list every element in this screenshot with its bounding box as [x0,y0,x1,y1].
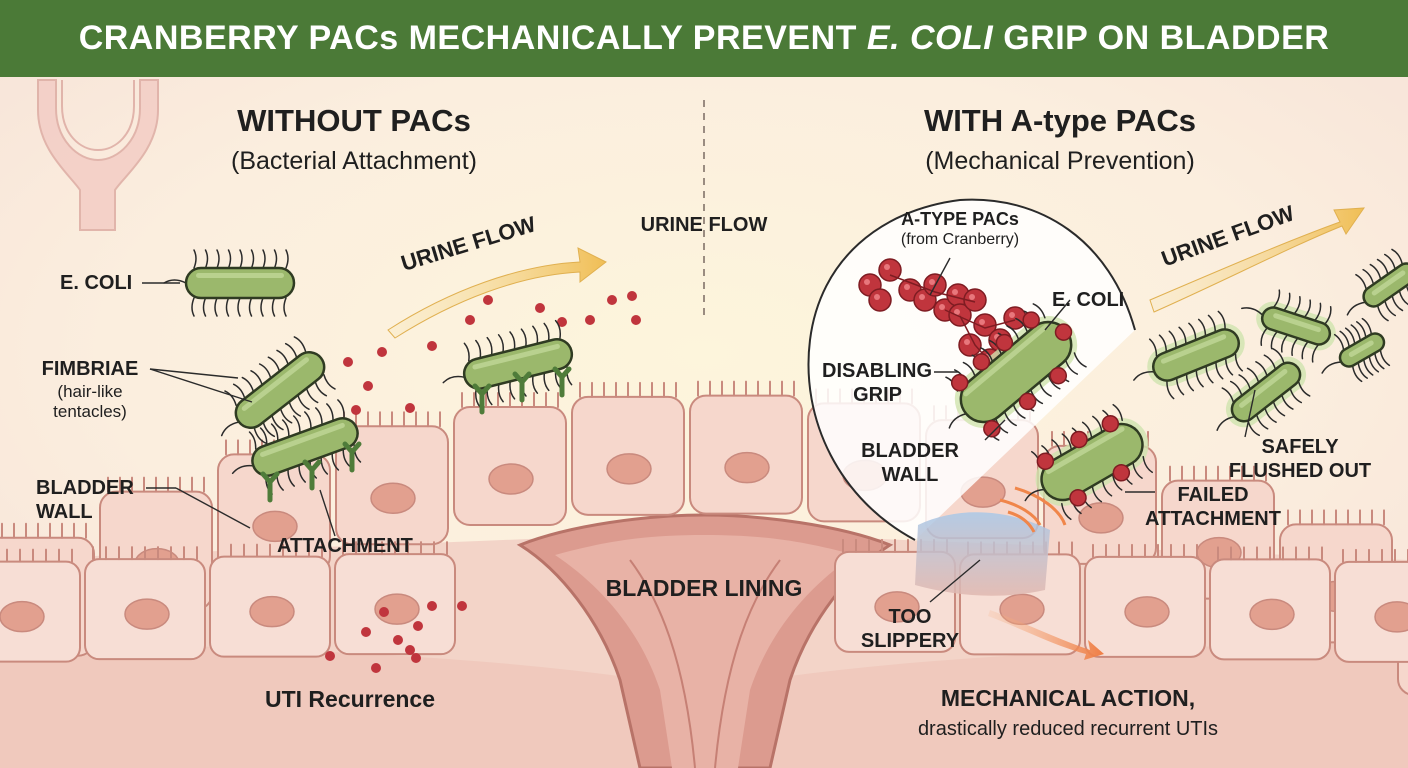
lower-cell [1209,546,1331,661]
disabling-label-2: GRIP [853,384,902,406]
urine-flow-arrow-right [1149,207,1366,313]
slippery-label-2: SLIPPERY [860,630,960,652]
ecoli-bacterium [1346,248,1408,322]
right-outcome-2: drastically reduced recurrent UTIs [917,718,1219,740]
bladder-icon [37,79,159,231]
pac-dot [371,663,381,673]
safely-label-2: FLUSHED OUT [1228,460,1372,482]
urine-flow-arrow-left [387,247,607,339]
ecoli-bacterium [220,336,336,444]
pac-particles [325,258,1027,673]
right-outcome-1: MECHANICAL ACTION, [940,685,1196,711]
fimbriae-note-2: tentacles) [53,402,127,421]
ecoli-label: E. COLI [60,272,133,294]
fimbriae-label: FIMBRIAE [41,358,139,380]
disabling-label-1: DISABLING [822,360,932,382]
adhesin-anchor [342,441,362,473]
failed-label-2: ATTACHMENT [1145,508,1281,530]
epithelial-cell [335,411,449,546]
right-bladder-wall-2: WALL [881,464,939,486]
adhesin-anchor [302,459,322,491]
failed-label-1: FAILED [1177,484,1249,506]
pac-dot [411,653,421,663]
center-urine-flow-label: URINE FLOW [640,214,768,236]
right-heading: WITH A-type PACs [923,103,1197,138]
right-ecoli-label: E. COLI [1052,289,1125,311]
epithelial-cell [217,439,331,574]
ecoli-bacterium [1024,403,1153,521]
safely-label-1: SAFELY [1261,436,1339,458]
lower-cell [84,546,206,661]
slippery-label-1: TOO [888,606,932,628]
bladder-lining-funnel [516,513,894,768]
pac-dot [457,601,467,611]
pac-dot [363,381,373,391]
pac-molecule [948,303,972,327]
bacteria-layer [163,248,1408,521]
pac-dot [631,315,641,325]
left-subheading: (Bacterial Attachment) [231,147,477,175]
pac-dot [413,621,423,631]
ecoli-bacterium [1321,317,1391,383]
pac-dot [427,601,437,611]
epithelial-cell [571,381,685,516]
pac-dot [585,315,595,325]
pacs-label: A-TYPE PACs [901,209,1019,229]
pac-dot [405,403,415,413]
pac-dot [325,651,335,661]
left-outcome: UTI Recurrence [264,686,435,712]
slippery-patch [915,486,1067,596]
pac-dot [535,303,545,313]
adhesin-anchor [552,366,572,398]
leader-lines [142,257,1256,603]
pac-dot [627,291,637,301]
pac-dot [361,627,371,637]
bladder-lining-label: BLADDER LINING [605,575,803,601]
ecoli-bacterium [231,399,362,495]
pac-dot [557,317,567,327]
lower-cell [209,543,331,658]
left-bladder-wall-1: BLADDER [36,477,134,499]
lower-cell [1084,543,1206,658]
fimbriae-note-1: (hair-like [57,382,123,401]
pac-molecule [958,333,982,357]
title-part-2: GRIP ON BLADDER [1003,19,1330,57]
adhesin-anchor [260,471,280,503]
pac-molecule [878,258,902,282]
pac-dot [343,357,353,367]
pac-dot [607,295,617,305]
ecoli-bacterium [163,249,296,317]
lower-cell [1334,548,1408,663]
page-title: CRANBERRY PACs MECHANICALLY PREVENT E. C… [0,0,1408,77]
title-part-1: CRANBERRY PACs MECHANICALLY PREVENT [78,19,857,57]
attachment-label: ATTACHMENT [277,535,413,557]
pac-dot [377,347,387,357]
pac-dot [351,405,361,415]
ecoli-bacterium [1133,310,1245,400]
pac-dot [427,341,437,351]
pac-dot [379,607,389,617]
left-heading: WITHOUT PACs [237,103,471,138]
pac-dot [405,645,415,655]
pacs-source: (from Cranberry) [900,231,1020,248]
adhesin-anchor [512,371,532,403]
orange-flow-arrow [988,610,1104,660]
left-bladder-wall-2: WALL [36,501,93,523]
pac-molecule [868,288,892,312]
pac-dot [393,635,403,645]
adhesin-anchor [472,383,492,415]
right-bladder-wall-1: BLADDER [861,440,959,462]
right-subheading: (Mechanical Prevention) [925,147,1195,175]
pac-dot [483,295,493,305]
ecoli-bacterium [1241,289,1336,363]
ecoli-bacterium [945,303,1087,441]
ecoli-bacterium [1216,347,1311,437]
epithelial-cell [453,392,567,527]
title-emphasis: E. COLI [866,19,994,57]
lower-cell [0,548,81,663]
pac-dot [465,315,475,325]
epithelial-cell [689,380,803,515]
